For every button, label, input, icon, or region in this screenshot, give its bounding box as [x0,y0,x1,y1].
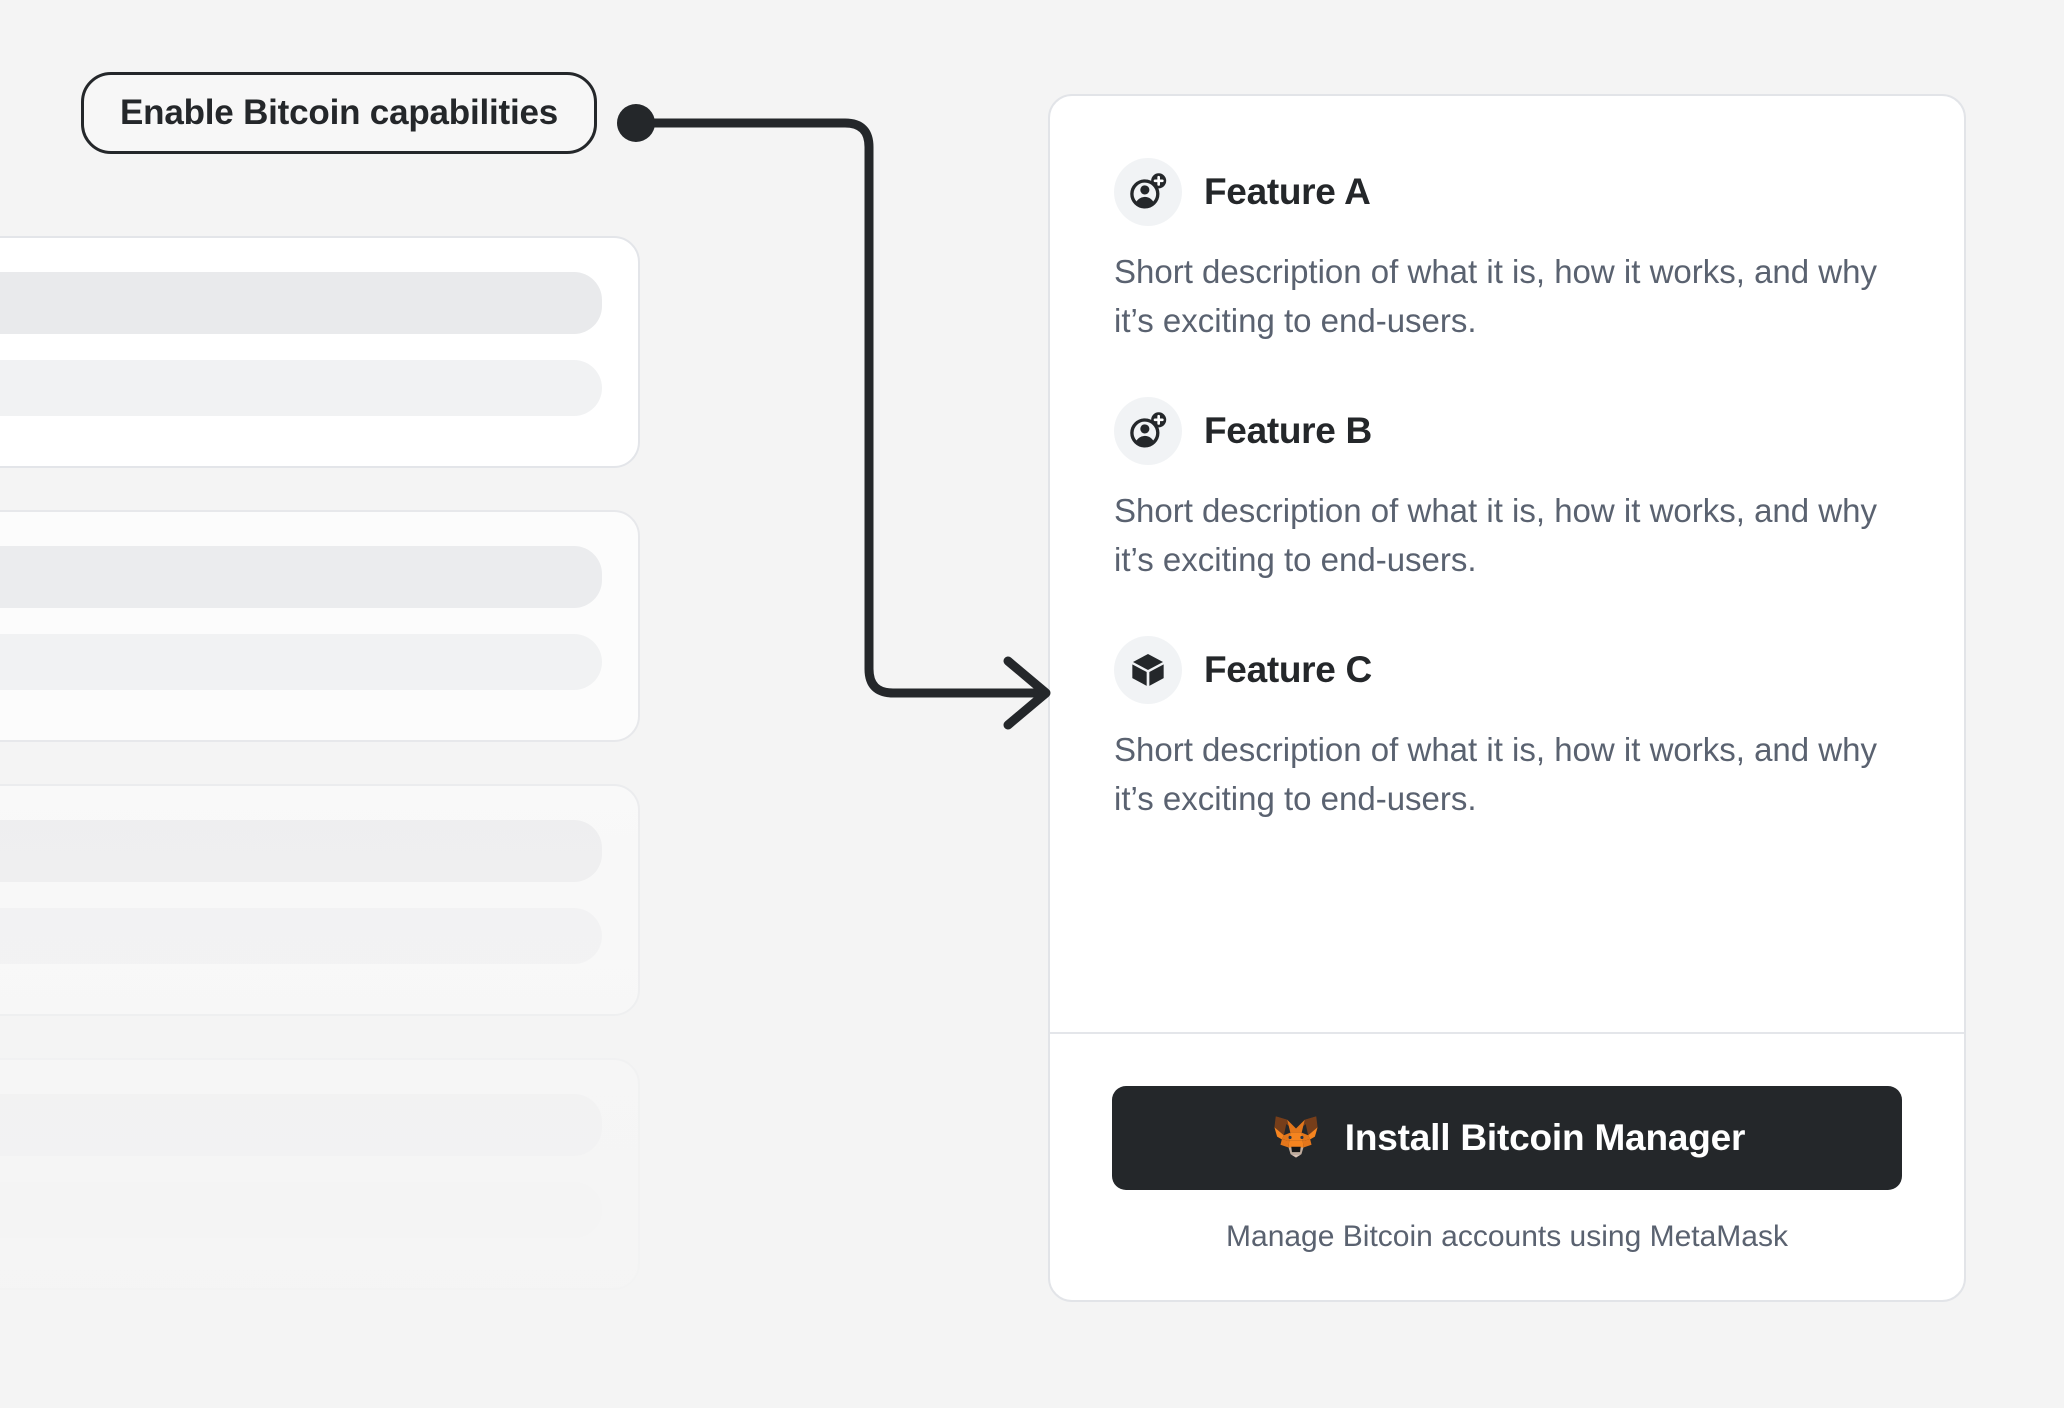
feature-block: Feature B Short description of what it i… [1114,397,1900,584]
skeleton-card [0,510,640,742]
skeleton-bar-secondary [0,908,602,964]
skeleton-card [0,784,640,1016]
skeleton-bar-primary [0,272,602,334]
feature-title: Feature B [1204,410,1372,451]
feature-block: Feature A Short description of what it i… [1114,158,1900,345]
skeleton-bar-secondary [0,634,602,690]
connector-path [631,118,1045,698]
skeleton-bar-primary [0,820,602,882]
install-button-label: Install Bitcoin Manager [1344,1117,1746,1158]
feature-block: Feature C Short description of what it i… [1114,636,1900,823]
card-divider [1050,1032,1964,1034]
feature-description: Short description of what it is, how it … [1114,253,1877,339]
skeleton-bar-primary [0,1094,602,1156]
arrow-right-icon [1003,656,1051,730]
cube-icon [1114,636,1182,704]
connector-anchor-dot [617,104,655,142]
feature-description: Short description of what it is, how it … [1114,492,1877,578]
skeleton-card [0,1332,640,1408]
feature-header: Feature A [1114,158,1900,226]
install-bitcoin-manager-button[interactable]: Install Bitcoin Manager [1112,1086,1902,1190]
feature-description: Short description of what it is, how it … [1114,731,1877,817]
add-user-icon [1114,158,1182,226]
skeleton-list [0,236,640,1408]
skeleton-bar-primary [0,1368,602,1408]
card-footer: Install Bitcoin Manager Manage Bitcoin a… [1050,1034,1964,1300]
footer-caption: Manage Bitcoin accounts using MetaMask [1226,1220,1788,1253]
feature-header: Feature C [1114,636,1900,704]
skeleton-bar-primary [0,546,602,608]
skeleton-card [0,1058,640,1290]
feature-title: Feature C [1204,649,1372,690]
callout-pill[interactable]: Enable Bitcoin capabilities [81,72,598,154]
skeleton-bar-secondary [0,1182,602,1238]
metamask-fox-icon [1269,1112,1323,1164]
features-section: Feature A Short description of what it i… [1050,96,1964,1032]
feature-title: Feature A [1204,171,1371,212]
add-user-icon [1114,397,1182,465]
skeleton-bar-secondary [0,360,602,416]
callout-pill-label: Enable Bitcoin capabilities [120,93,559,132]
feature-header: Feature B [1114,397,1900,465]
skeleton-card [0,236,640,468]
feature-card: Feature A Short description of what it i… [1048,94,1966,1302]
